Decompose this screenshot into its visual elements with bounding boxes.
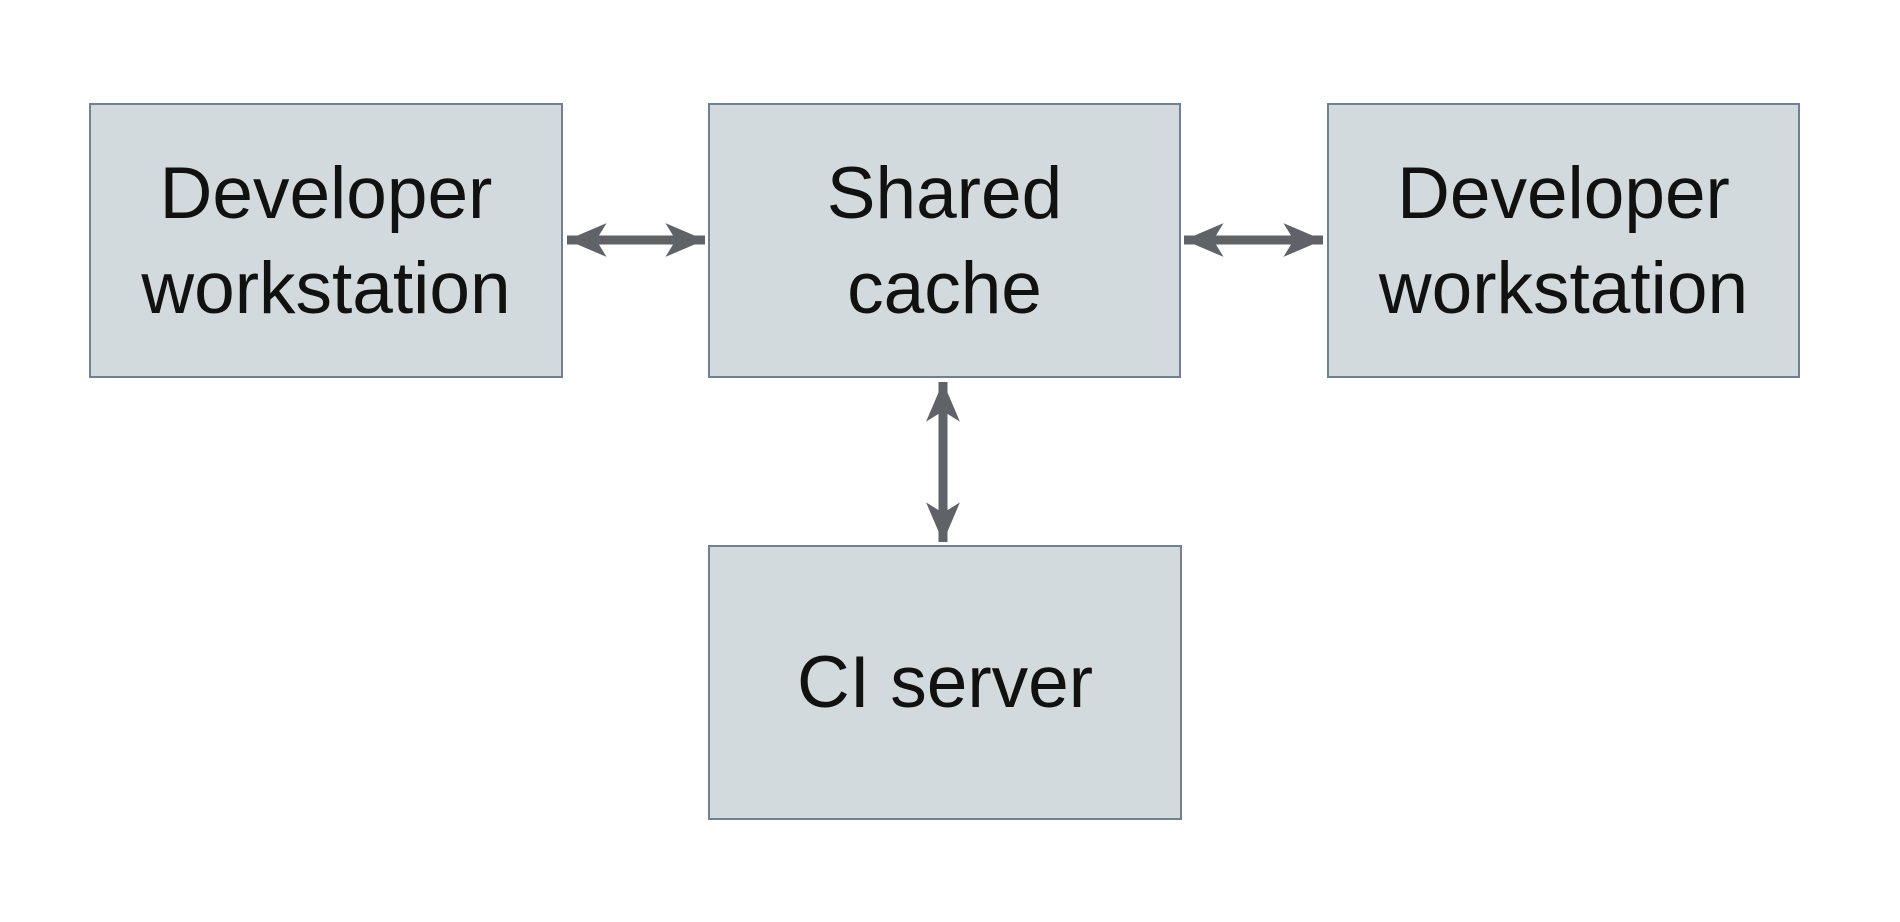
node-label: Developer workstation: [141, 152, 511, 329]
node-label: CI server: [796, 642, 1094, 723]
node-label: Developer workstation: [1378, 152, 1749, 329]
node-ci-server: CI server: [708, 545, 1182, 820]
node-shared-cache: Shared cache: [708, 103, 1181, 378]
node-developer-workstation-left: Developer workstation: [89, 103, 563, 378]
node-label: Shared cache: [826, 152, 1063, 329]
node-developer-workstation-right: Developer workstation: [1327, 103, 1800, 378]
